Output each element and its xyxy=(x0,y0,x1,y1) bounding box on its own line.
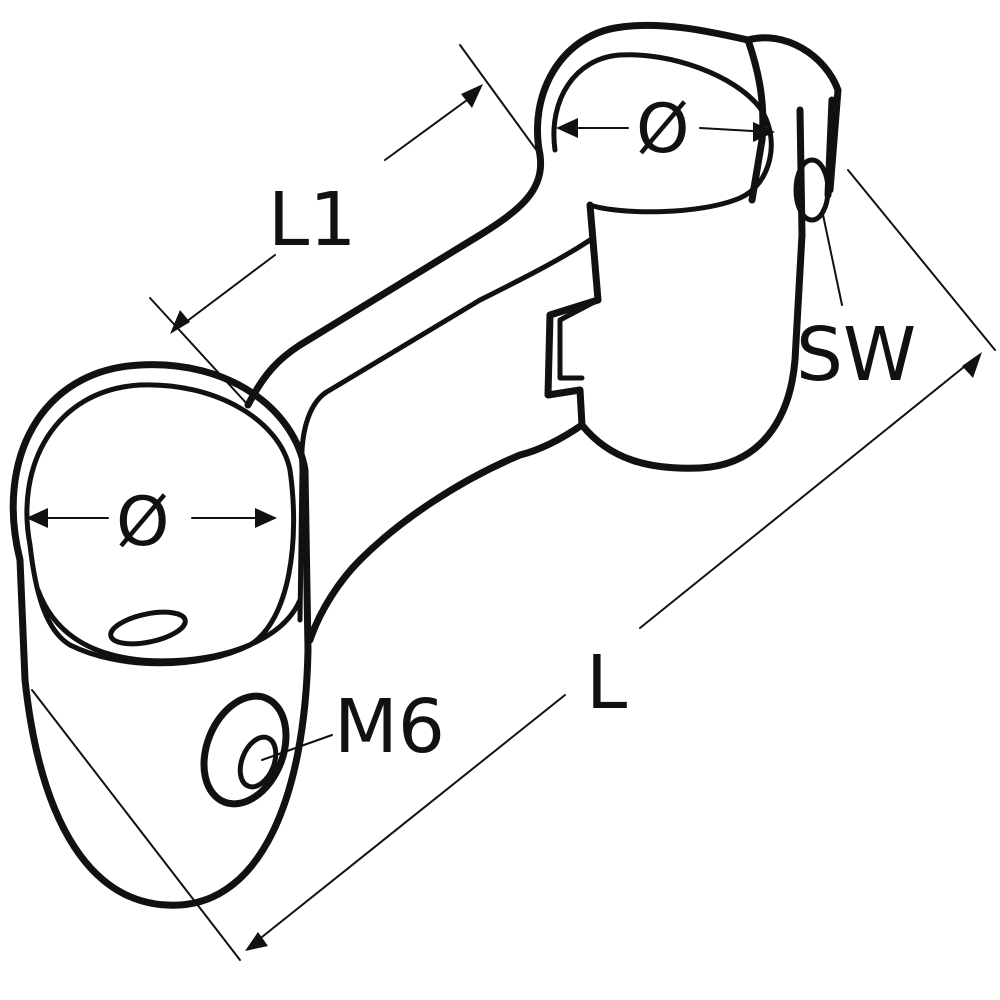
label-large-diameter: Ø xyxy=(116,483,170,562)
set-screw-hole-inner xyxy=(108,609,188,647)
small-ring-back xyxy=(533,21,842,194)
m6-thread-hole xyxy=(237,734,279,790)
callout-m6: M6 xyxy=(261,684,445,770)
connecting-arm xyxy=(244,151,586,644)
clamp-slot xyxy=(557,297,601,381)
large-ring-rim xyxy=(35,587,303,664)
l1-arrow-upper xyxy=(461,84,483,108)
l1-dimension-lower xyxy=(177,254,276,329)
dimension-large-diameter: Ø xyxy=(26,483,277,562)
label-small-diameter: Ø xyxy=(636,90,690,169)
l-dimension-lower xyxy=(251,694,566,946)
l1-extension-left xyxy=(149,297,249,406)
l-arrow-upper xyxy=(962,352,982,378)
l-extension-right xyxy=(847,169,996,351)
small-dia-arrow-right xyxy=(753,122,775,142)
l-extension-left xyxy=(31,689,241,961)
large-dia-arrow-right xyxy=(255,508,277,528)
sw-leader-line xyxy=(821,209,843,306)
arm-top-edge xyxy=(297,237,593,623)
l1-extension-right xyxy=(459,44,541,156)
label-sw: SW xyxy=(796,312,916,398)
hex-bolt-head xyxy=(793,157,831,223)
label-l1: L1 xyxy=(268,177,356,263)
l-dimension-upper xyxy=(639,357,976,629)
dimension-l: L xyxy=(31,169,996,961)
l1-arrow-lower xyxy=(170,310,190,334)
label-m6: M6 xyxy=(334,684,445,770)
dimension-small-diameter: Ø xyxy=(556,90,775,169)
dimension-l1: L1 xyxy=(149,44,541,406)
large-ring-inner xyxy=(24,382,297,667)
m6-leader-line xyxy=(261,734,333,761)
m6-thread-boss xyxy=(200,692,290,808)
small-dia-arrow-left xyxy=(556,118,578,138)
large-dia-arrow-left xyxy=(26,508,48,528)
callout-sw: SW xyxy=(796,209,916,398)
large-ring-outer xyxy=(9,361,312,909)
l1-dimension-upper xyxy=(384,91,479,161)
label-l: L xyxy=(586,640,627,726)
connector-part xyxy=(9,21,842,909)
l-arrow-lower xyxy=(245,932,268,951)
